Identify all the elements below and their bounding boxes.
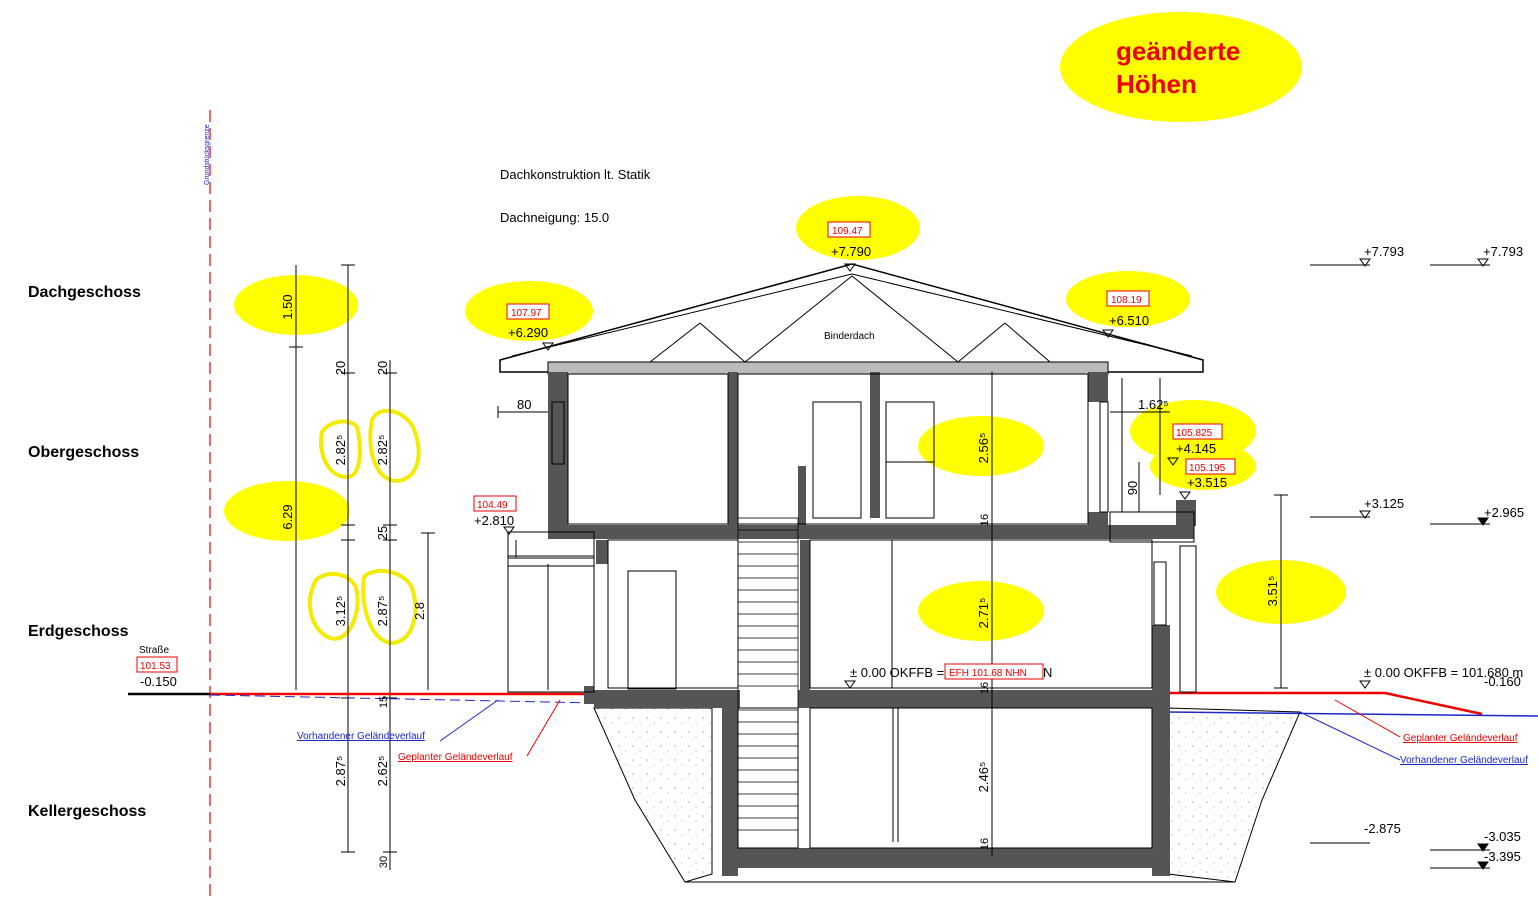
- eave-left-nhn: 107.97: [511, 308, 542, 319]
- note-line-1: geänderte: [1116, 36, 1240, 66]
- dimension-lines-left: [289, 264, 435, 870]
- freehand-circles: [307, 408, 421, 646]
- dim-20-a: 20: [333, 361, 348, 375]
- dim-right-overhang: 1.62⁵: [1138, 397, 1169, 412]
- floor-label-ground: Erdgeschoss: [28, 623, 129, 640]
- dim-25: 25: [375, 526, 390, 540]
- street-label: Straße: [139, 645, 169, 656]
- dim-2-875-b: 2.87⁵: [333, 756, 348, 787]
- dim-30: 30: [378, 856, 390, 868]
- dim-20-b: 20: [375, 361, 390, 375]
- right-upper-b-nhn: 105.195: [1189, 463, 1226, 474]
- far-right-low3: -3.395: [1484, 849, 1521, 864]
- terrain-leaders: [439, 699, 1401, 761]
- street-rel: -0.150: [140, 674, 177, 689]
- far-right-ground: -0.160: [1484, 674, 1521, 689]
- left-annex: [507, 378, 1197, 693]
- floor-label-upper: Obergeschoss: [28, 444, 139, 461]
- okffb-right: ± 0.00 OKFFB = 101.680 m: [1364, 665, 1523, 680]
- right-upper-b-rel: +3.515: [1187, 475, 1227, 490]
- dim-slab-1: 16: [979, 514, 991, 526]
- highlight-dim-629: [224, 481, 350, 541]
- dim-overhang: 80: [517, 397, 531, 412]
- excavation-pit: [593, 707, 713, 883]
- walls: [548, 372, 1196, 876]
- dim-2-825-a: 2.82⁵: [333, 435, 348, 466]
- property-line-label: Grundstücksgrenze: [204, 124, 211, 185]
- floor-label-attic: Dachgeschoss: [28, 284, 141, 301]
- dim-3-125: 3.12⁵: [333, 596, 348, 627]
- dim-slab-2: 16: [979, 682, 991, 694]
- right-upper-a-nhn: 105.825: [1176, 428, 1213, 439]
- ridge-rel: +7.790: [831, 244, 871, 259]
- dim-2-875: 2.87⁵: [375, 596, 390, 627]
- right-level-markers: [1310, 264, 1490, 869]
- existing-terrain-left: [209, 694, 597, 704]
- note-line-2: Höhen: [1116, 69, 1197, 99]
- far-right-low1: -2.875: [1364, 821, 1401, 836]
- dim-2-825-b: 2.82⁵: [375, 435, 390, 466]
- dim-railing: 90: [1125, 481, 1140, 495]
- far-right-low2: -3.035: [1484, 829, 1521, 844]
- excavation-pit-right: [1167, 707, 1301, 883]
- highlight-note: [1060, 12, 1302, 122]
- eave-right-nhn: 108.19: [1111, 295, 1142, 306]
- right-upper-a-rel: +4.145: [1176, 441, 1216, 456]
- dim-slab-3: 16: [979, 838, 991, 850]
- okffb-center-efh: EFH 101.68 NHN: [949, 668, 1027, 679]
- dim-15: 15: [378, 696, 390, 708]
- terrain-existing-left: Vorhandener Geländeverlauf: [297, 731, 425, 742]
- floor-label-basement: Kellergeschoss: [28, 803, 146, 820]
- dim-right-side: 3.51⁵: [1265, 576, 1280, 607]
- interior-details: [551, 373, 1167, 849]
- dim-1-50: 1.50: [280, 294, 295, 319]
- dim-og-height: 2.56⁵: [976, 433, 991, 464]
- ridge-nhn: 109.47: [832, 226, 863, 237]
- dim-6-29: 6.29: [280, 504, 295, 529]
- street-nhn: 101.53: [140, 661, 171, 672]
- left-balcony-nhn: 104.49: [477, 500, 508, 511]
- highlight-eg-height: [918, 581, 1044, 641]
- terrain-planned-right: Geplanter Geländeverlauf: [1403, 733, 1518, 744]
- far-right-top2: +7.793: [1483, 244, 1523, 259]
- okffb-center-prefix: ± 0.00 OKFFB =: [850, 665, 944, 680]
- planned-terrain-right-slope: [1384, 691, 1483, 716]
- roof-construction-note: Dachkonstruktion lt. Statik: [500, 167, 651, 182]
- dim-eg-height: 2.71⁵: [976, 598, 991, 629]
- far-right-top1: +7.793: [1364, 244, 1404, 259]
- highlight-og-height: [918, 416, 1044, 476]
- eave-right-rel: +6.510: [1109, 313, 1149, 328]
- dim-2-625: 2.62⁵: [375, 756, 390, 787]
- roof-type-label: Binderdach: [824, 331, 875, 342]
- nhn-boxes: [136, 221, 1236, 680]
- eave-left-rel: +6.290: [508, 325, 548, 340]
- left-balcony-rel: +2.810: [474, 513, 514, 528]
- roof-pitch-note: Dachneigung: 15.0: [500, 210, 609, 225]
- dimension-lines-building: [497, 372, 1288, 856]
- terrain-planned-left: Geplanter Geländeverlauf: [398, 752, 513, 763]
- terrain-existing-right: Vorhandener Geländeverlauf: [1400, 755, 1528, 766]
- okffb-center-suffix: N: [1043, 665, 1052, 680]
- staircase: [737, 517, 799, 849]
- roof: [499, 263, 1204, 375]
- level-triangles: [147, 258, 1489, 870]
- dim-kg-height: 2.46⁵: [976, 762, 991, 793]
- far-right-mid1: +3.125: [1364, 496, 1404, 511]
- dim-hidden: 2.8: [412, 602, 427, 620]
- far-right-mid2: +2.965: [1484, 505, 1524, 520]
